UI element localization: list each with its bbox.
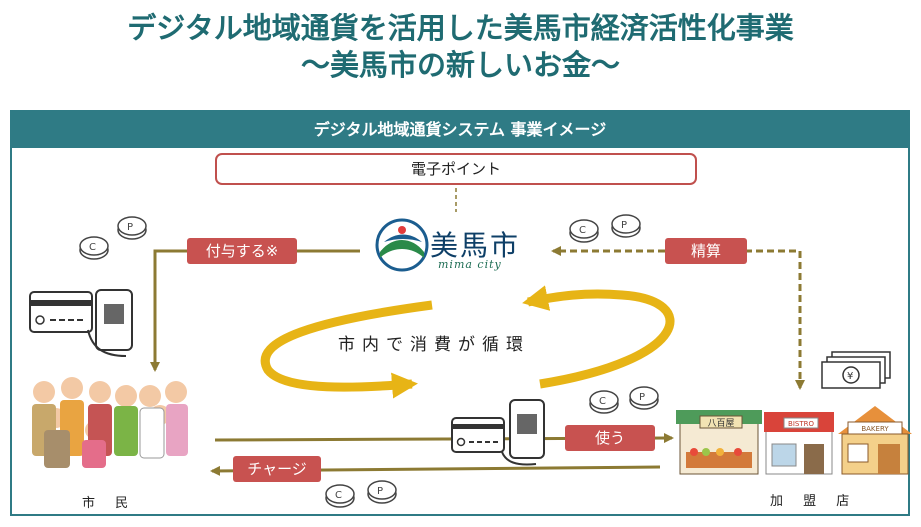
svg-text:P: P (639, 392, 645, 403)
page-title: デジタル地域通貨を活用した美馬市経済活性化事業 (127, 11, 794, 45)
cycle-arrow-top (522, 285, 675, 389)
stores-label: 加 盟 店 (770, 494, 858, 509)
svg-text:¥: ¥ (847, 371, 853, 382)
coin-icon: C (589, 390, 619, 414)
coin-icon: C (325, 484, 355, 508)
cash-icon: ¥ (821, 351, 891, 389)
coin-icon: C (569, 219, 599, 243)
svg-text:C: C (599, 396, 606, 407)
logo-subtext: mima city (438, 258, 502, 271)
city-emblem-icon (375, 218, 429, 272)
svg-text:P: P (127, 222, 133, 233)
citizens-illustration (32, 377, 188, 468)
circulation-caption: 市内で消費が循環 (338, 335, 530, 355)
coin-icon: P (117, 216, 147, 240)
tag-charge: チャージ (233, 456, 321, 482)
epoint-label: 電子ポイント (215, 153, 697, 185)
store-sign-bakery: BAKERY (861, 425, 889, 433)
svg-text:C: C (579, 225, 586, 236)
svg-text:C: C (335, 490, 342, 501)
card-phone-icon (29, 289, 133, 357)
page-subtitle: 〜美馬市の新しいお金〜 (300, 48, 620, 82)
tag-use: 使う (565, 425, 655, 451)
coin-icon: P (629, 386, 659, 410)
stores-illustration (676, 406, 912, 475)
coin-icon: P (611, 214, 641, 238)
logo-text: 美馬市 (430, 229, 521, 262)
svg-text:C: C (89, 242, 96, 253)
cycle-arrow-bottom (260, 300, 433, 399)
panel-header: デジタル地域通貨システム 事業イメージ (12, 112, 908, 148)
store-sign-greengrocer: 八百屋 (707, 418, 734, 429)
settle-arrow-to-stores (745, 249, 805, 390)
grant-arrow (150, 249, 360, 372)
coin-icon: P (367, 480, 397, 504)
store-sign-bistro: BISTRO (788, 420, 814, 428)
svg-text:P: P (377, 486, 383, 497)
tag-settle: 精算 (665, 238, 747, 264)
card-phone-icon (451, 399, 545, 466)
svg-text:P: P (621, 220, 627, 231)
citizens-label: 市 民 (82, 496, 137, 511)
coin-icon: C (79, 236, 109, 260)
tag-grant: 付与する※ (187, 238, 297, 264)
mima-city-logo: 美馬市 mima city (368, 212, 548, 278)
